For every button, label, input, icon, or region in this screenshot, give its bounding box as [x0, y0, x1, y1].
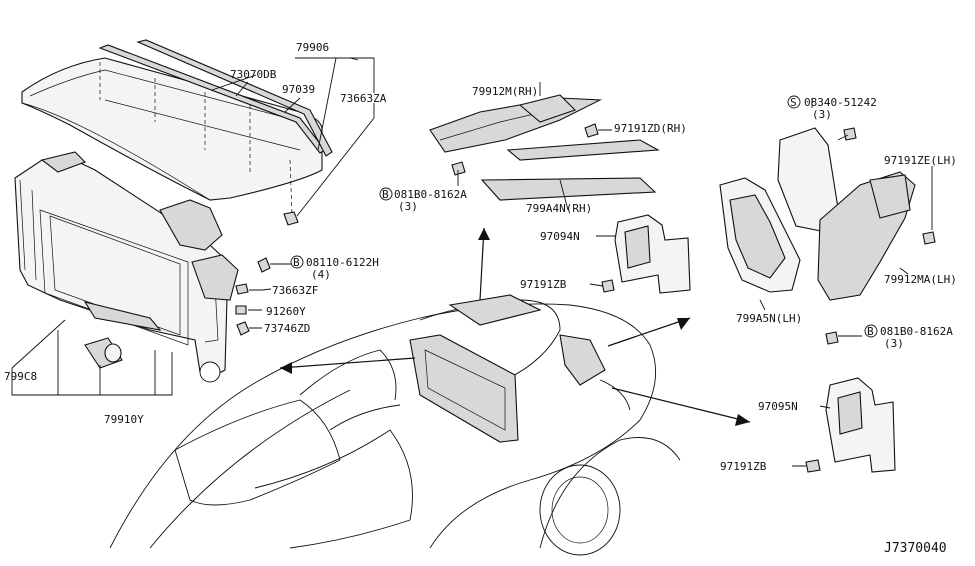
fasteners-left [235, 257, 291, 336]
label-97191ZD-RH: 97191ZD(RH) [614, 122, 687, 135]
bracket-97094N [589, 214, 691, 294]
label-97039: 97039 [282, 83, 315, 96]
label-799A5N-LH: 799A5N(LH) [736, 312, 802, 325]
label-79906: 79906 [296, 41, 329, 54]
label-97191ZB-top: 97191ZB [520, 278, 567, 291]
qty-081B0-lh: (3) [884, 337, 904, 350]
label-79912MA-LH: 79912MA(LH) [884, 273, 957, 286]
seal-strip [98, 39, 333, 216]
label-97191ZE-LH: 97191ZE(LH) [884, 154, 957, 167]
bolt-symbol-08110 [290, 255, 304, 269]
label-73663ZF: 73663ZF [272, 284, 318, 297]
screw-symbol-08340 [787, 95, 801, 109]
label-799A4N-RH: 799A4N(RH) [526, 202, 592, 215]
bolt-prefix-08110: B [293, 256, 300, 269]
frame-hinge [159, 199, 239, 301]
label-73663ZA: 73663ZA [340, 92, 387, 105]
car-body [109, 299, 681, 556]
direction-arrows [279, 227, 751, 426]
bulkhead-frame [14, 151, 229, 383]
label-799C8: 799C8 [4, 370, 37, 383]
bolt-symbol-081B0-lh [864, 324, 878, 338]
label-081B0-8162A-rh: 081B0-8162A [394, 188, 467, 201]
label-73746ZD: 73746ZD [264, 322, 310, 335]
tonneau-panel [21, 57, 323, 201]
installed-frame [409, 294, 606, 443]
lh-hinge-assembly [719, 98, 936, 345]
label-91260Y: 91260Y [266, 305, 306, 318]
label-08340-51242: 08340-51242 [804, 96, 877, 109]
qty-08340: (3) [812, 108, 832, 121]
label-97191ZB-bottom: 97191ZB [720, 460, 767, 473]
label-79910Y: 79910Y [104, 413, 144, 426]
diagram-reference-code: J7370040 [884, 541, 947, 556]
qty-08110: (4) [311, 268, 331, 281]
label-08110-6122H: 08110-6122H [306, 256, 379, 269]
bolt-prefix-081B0-lh: B [867, 325, 874, 338]
label-97095N: 97095N [758, 400, 798, 413]
label-73070DB: 73070DB [230, 68, 277, 81]
label-97094N: 97094N [540, 230, 580, 243]
leaders-bottom-left [11, 319, 173, 396]
clip-73663ZA [283, 211, 299, 226]
rh-hinge-assembly [429, 82, 660, 211]
callout-labels: 79906 73070DB 97039 73663ZA B 08110-6122… [4, 41, 957, 556]
label-081B0-8162A-lh: 081B0-8162A [880, 325, 953, 338]
actuator-cylinder [84, 337, 123, 369]
bracket-97095N [792, 377, 896, 473]
bolt-symbol-081B0-rh [379, 187, 393, 201]
label-79912M-RH: 79912M(RH) [472, 85, 538, 98]
qty-081B0-rh: (3) [398, 200, 418, 213]
leaders-top-left [211, 57, 375, 217]
bolt-prefix-081B0-rh: B [382, 188, 389, 201]
screw-prefix-08340: S [790, 96, 797, 109]
